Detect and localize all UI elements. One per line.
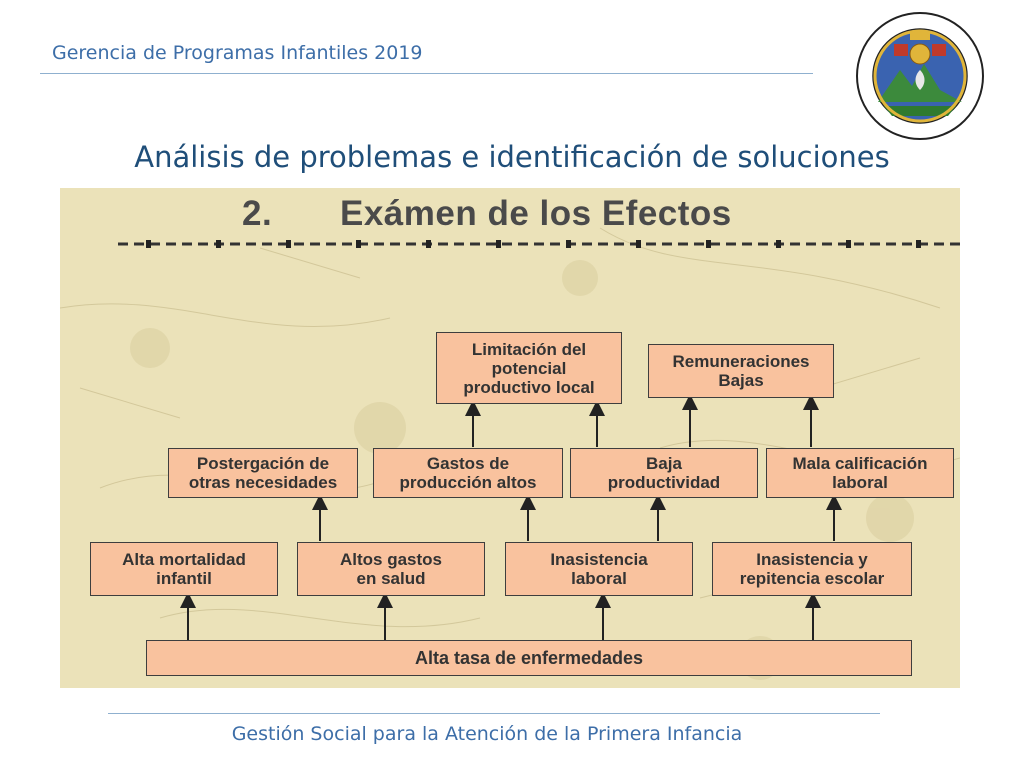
box-inasistencia-repitencia: Inasistencia y repitencia escolar — [712, 542, 912, 596]
box-mala-calificacion: Mala calificación laboral — [766, 448, 954, 498]
box-gastos-produccion: Gastos de producción altos — [373, 448, 563, 498]
footer-divider — [108, 713, 880, 714]
box-alta-mortalidad: Alta mortalidad infantil — [90, 542, 278, 596]
seal-emblem-icon — [856, 12, 984, 140]
box-inasistencia-laboral: Inasistencia laboral — [505, 542, 693, 596]
effects-diagram-panel: 2. Exámen de los Efectos — [60, 188, 960, 688]
header-divider — [40, 73, 813, 74]
dash-divider — [118, 240, 960, 248]
box-altos-gastos: Altos gastos en salud — [297, 542, 485, 596]
diagram-heading-text: Exámen de los Efectos — [340, 194, 732, 233]
box-remuneraciones-bajas: Remuneraciones Bajas — [648, 344, 834, 398]
diagram-arrows — [180, 394, 842, 640]
header-org-text: Gerencia de Programas Infantiles 2019 — [52, 42, 423, 64]
box-postergacion: Postergación de otras necesidades — [168, 448, 358, 498]
box-alta-tasa-enfermedades: Alta tasa de enfermedades — [146, 640, 912, 676]
university-seal — [854, 10, 986, 142]
diagram-step-number: 2. — [242, 194, 273, 233]
box-baja-productividad: Baja productividad — [570, 448, 758, 498]
footer-text: Gestión Social para la Atención de la Pr… — [231, 723, 743, 745]
slide-title: Análisis de problemas e identificación d… — [134, 140, 890, 174]
box-limitacion-potencial: Limitación del potencial productivo loca… — [436, 332, 622, 404]
